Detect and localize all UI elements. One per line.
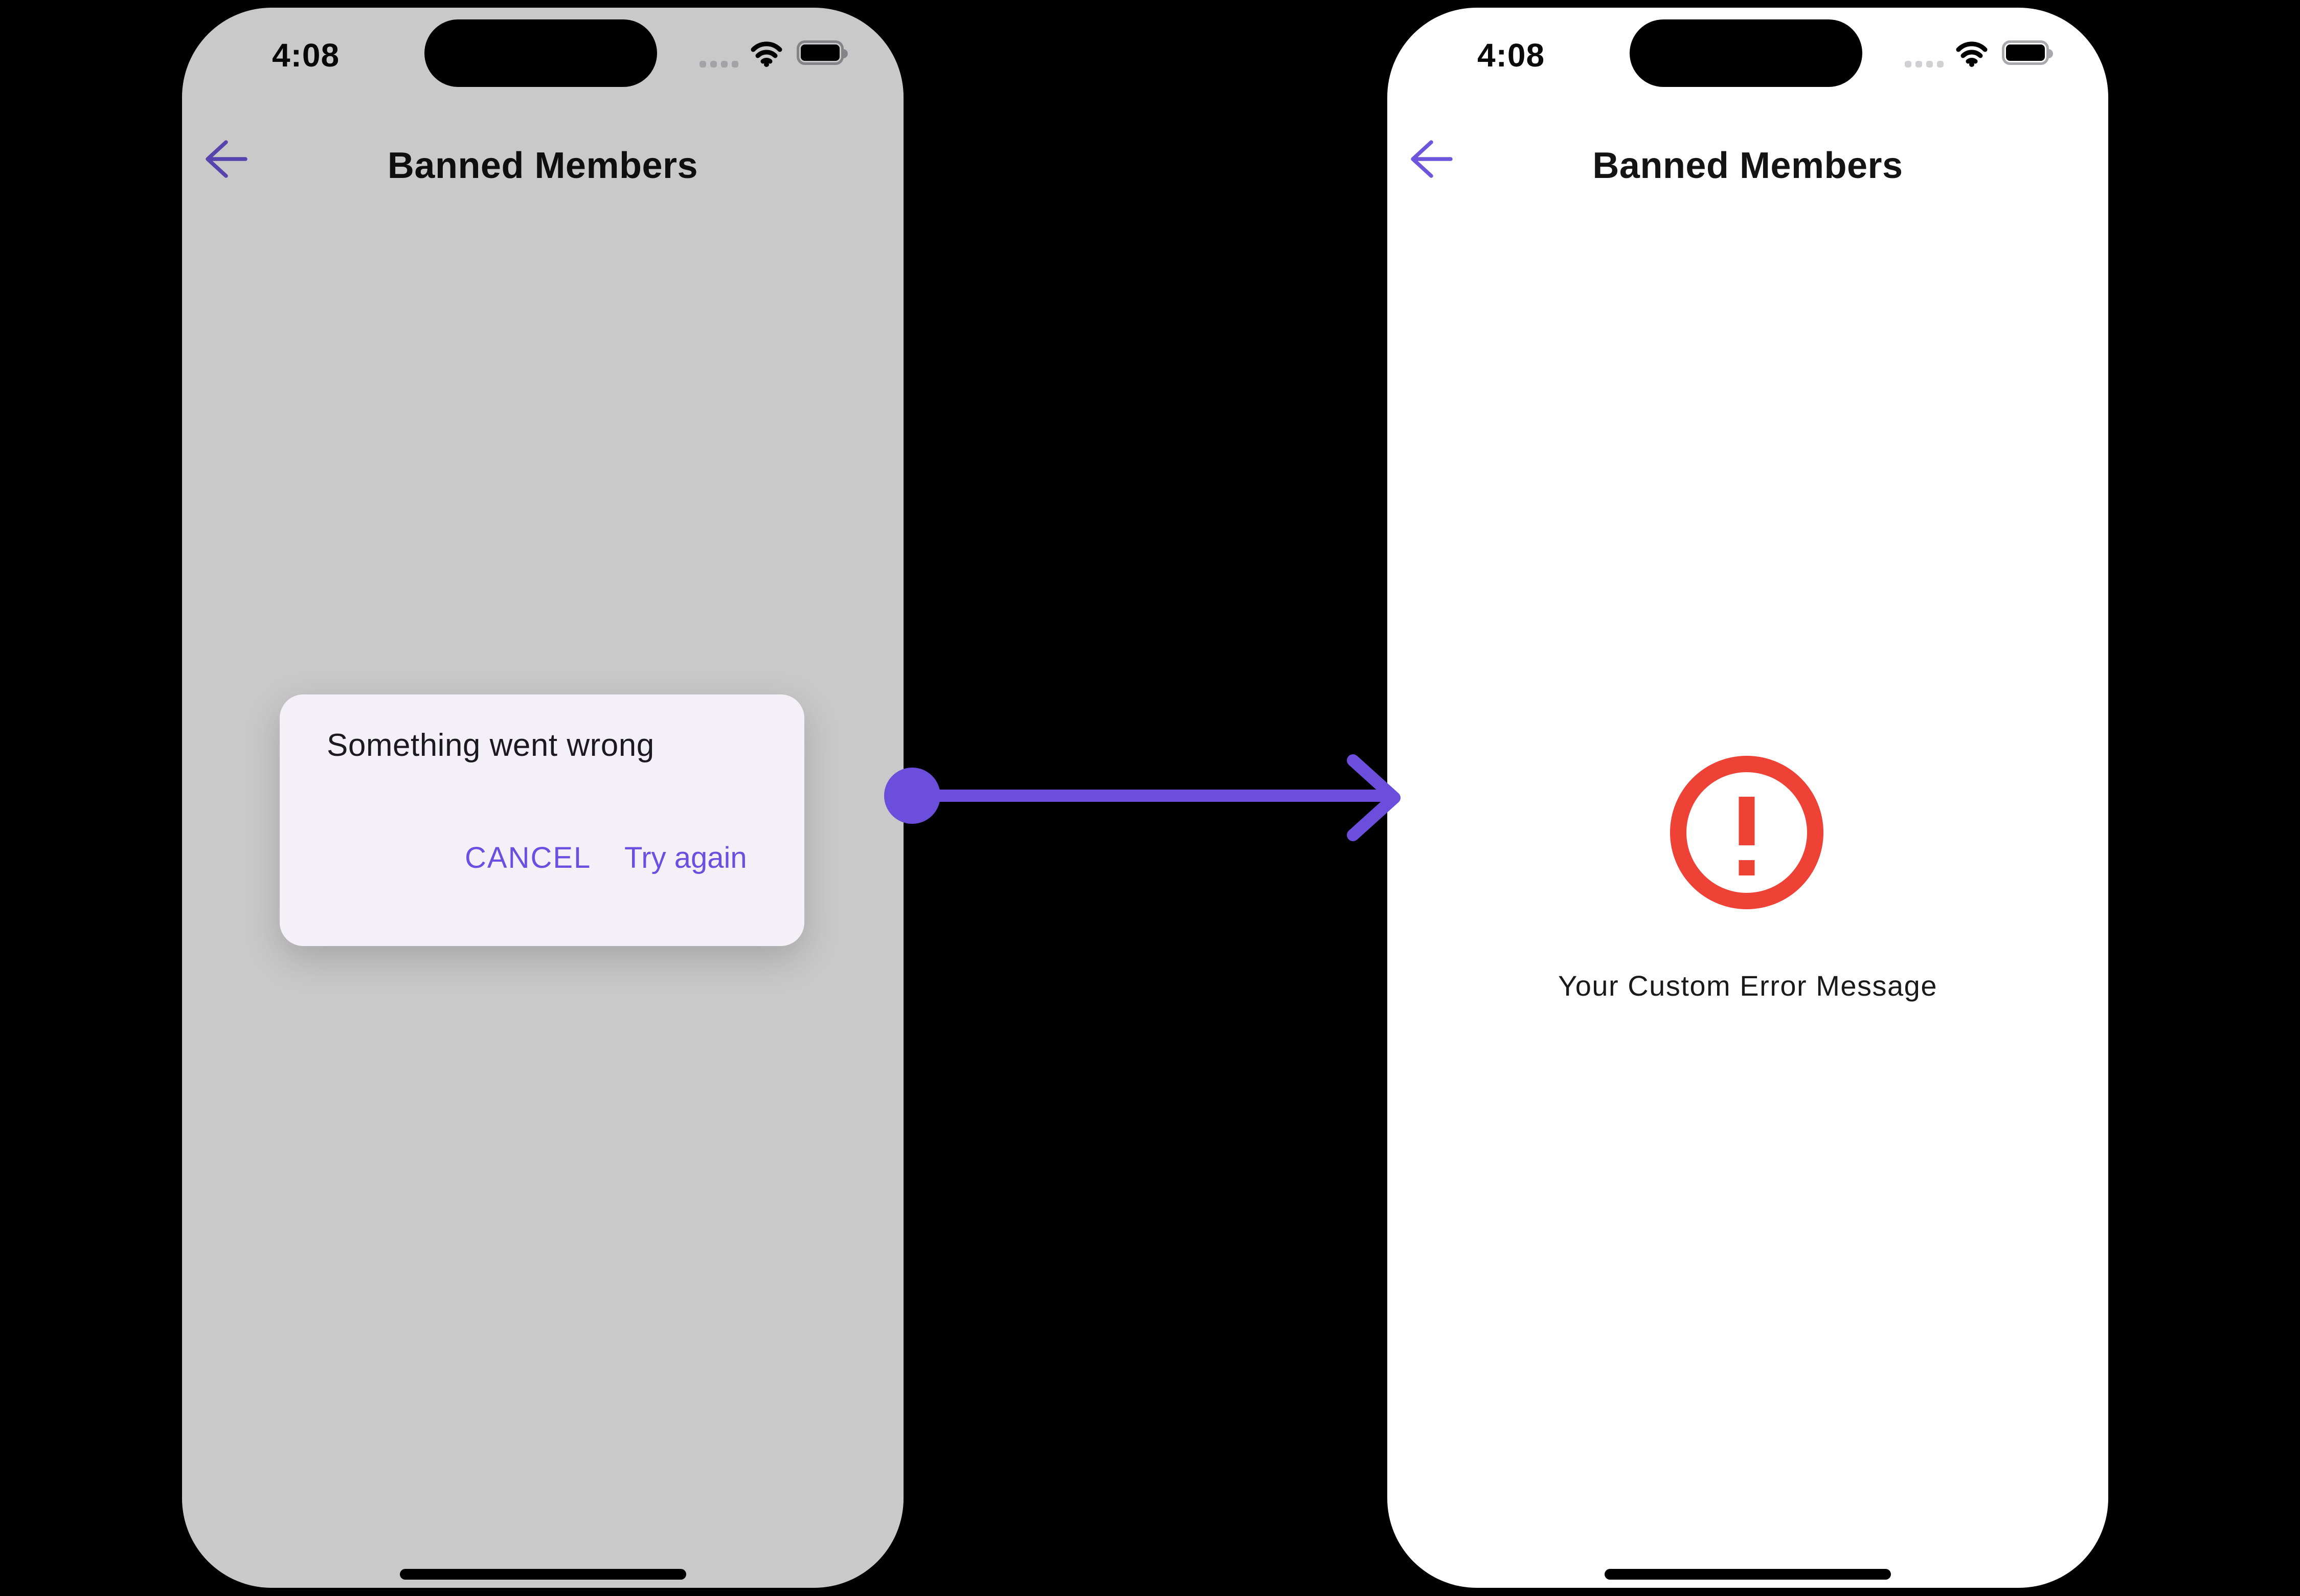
try-again-button[interactable]: Try again [624,841,747,874]
battery-icon [797,40,848,65]
dynamic-island [1630,19,1862,87]
error-dialog: Something went wrong CANCEL Try again [280,694,804,946]
back-button[interactable] [1408,139,1459,187]
error-message: Your Custom Error Message [1558,970,1937,1002]
status-icons [700,38,868,79]
error-exclamation-circle-icon [1665,751,1829,914]
back-arrow-icon [202,140,249,182]
cellular-signal-icon [1905,61,1944,68]
back-button[interactable] [202,139,254,187]
status-icons [1905,38,2073,79]
battery-icon [2002,40,2053,65]
wifi-icon [751,41,782,70]
dialog-title: Something went wrong [327,728,655,763]
page-title: Banned Members [387,145,698,186]
back-arrow-icon [1408,140,1454,182]
right-phone-mockup: 4:08 Banned Members Your Custom Error M [1387,8,2108,1588]
status-time: 4:08 [1477,37,1545,74]
flow-arrow [869,741,1411,857]
status-time: 4:08 [272,37,340,74]
home-indicator [399,1569,686,1580]
cellular-signal-icon [700,61,738,68]
left-phone-mockup: 4:08 Banned Members Something went wrong… [182,8,904,1588]
home-indicator [1605,1569,1891,1580]
page-title: Banned Members [1592,145,1903,186]
dynamic-island [424,19,657,87]
wifi-icon [1956,41,1988,70]
cancel-button[interactable]: CANCEL [465,841,592,874]
